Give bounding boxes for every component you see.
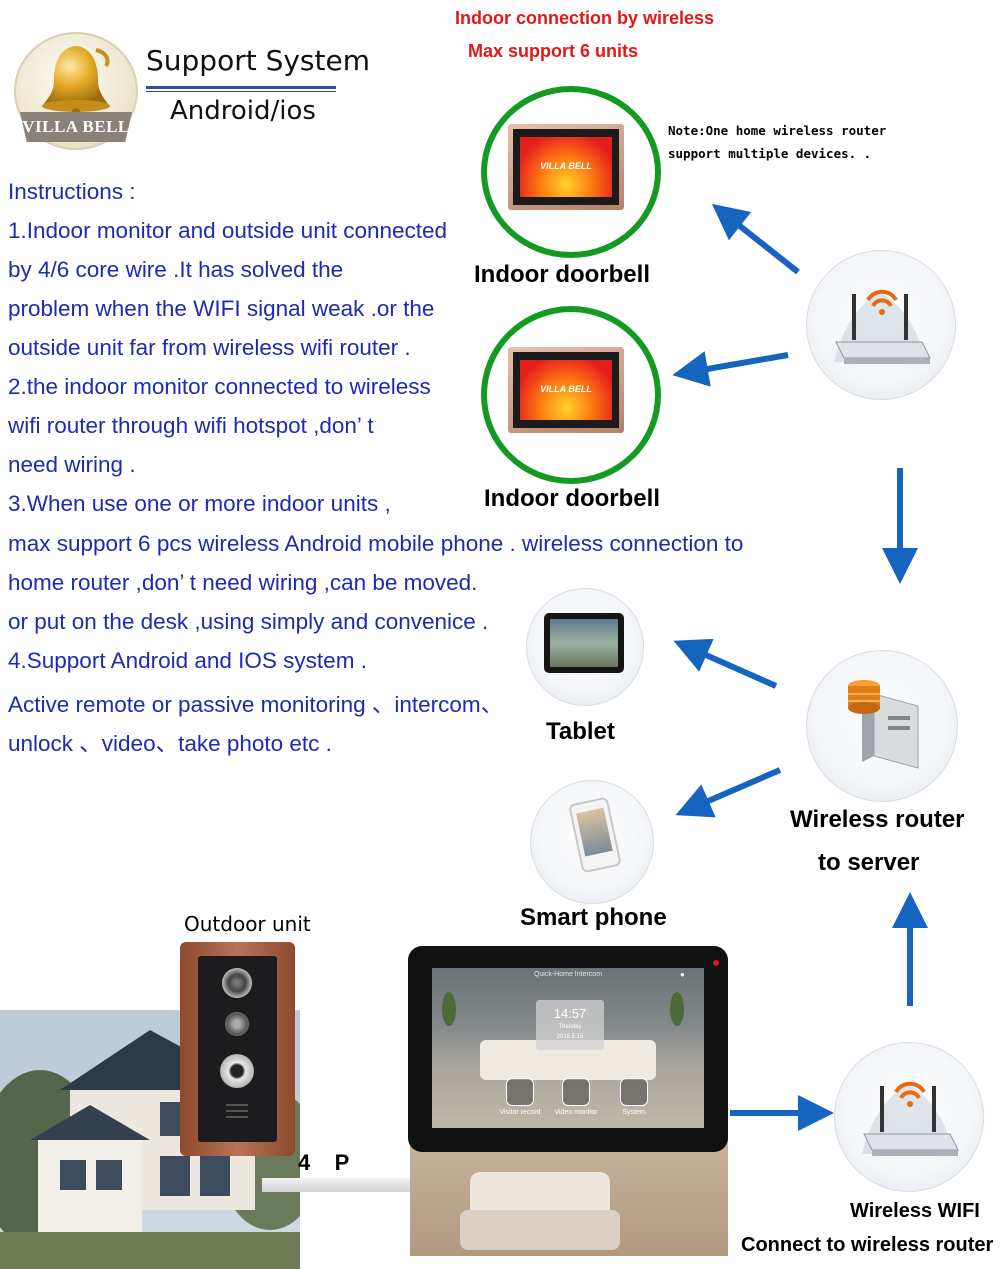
visitor-record-button[interactable] [506,1078,534,1106]
note-line-1: Note:One home wireless router [668,123,887,138]
support-title: Support System [146,44,370,77]
menu-label: Visitor record [499,1109,541,1116]
clock-day: Thesday [558,1024,582,1030]
wifi-label-1: Wireless WIFI [850,1200,980,1222]
instruction-line: home router ,don’ t need wiring ,can be … [8,570,478,595]
instruction-line: outside unit far from wireless wifi rout… [8,335,411,360]
camera-lens-icon [222,968,252,998]
call-button-icon [220,1054,254,1088]
monitor-brand: VILLA BELL [540,161,592,171]
instruction-line: max support 6 pcs wireless Android mobil… [8,531,744,556]
outdoor-unit-label: Outdoor unit [184,912,311,936]
arrow-server-to-tablet [673,638,778,689]
video-monitor-button[interactable] [562,1078,590,1106]
wifi-status-icon: ● [680,970,685,979]
sensor-icon [225,1012,249,1036]
tablet-label: Tablet [546,718,615,745]
clock-date: 2018.5.15 [556,1034,584,1040]
header-line-2: Max support 6 units [468,41,639,61]
tablet-image [544,613,624,673]
instruction-line: need wiring . [8,452,136,477]
instruction-line: 3.When use one or more indoor units , [8,491,391,516]
arrow-server-to-phone [675,767,782,818]
wifi-router-icon [862,1081,959,1156]
note-line-2: support multiple devices. . [668,146,872,161]
monitor-brand: VILLA BELL [540,384,592,394]
instruction-line: Instructions : [8,179,136,204]
system-button[interactable] [620,1078,648,1106]
header-line-1: Indoor connection by wireless [455,8,715,28]
support-subtitle: Android/ios [170,96,316,126]
instruction-line: Active remote or passive monitoring 、int… [8,692,504,717]
wire-label: 4 P [298,1150,350,1175]
server-label-2: to server [818,849,920,876]
monitor-screen: Quick-Home Intercom ● 14:57 Thesday 2018… [432,968,704,1128]
indoor-doorbell-label-1: Indoor doorbell [474,261,650,288]
instruction-line: by 4/6 core wire .It has solved the [8,257,344,282]
outdoor-unit-image [180,942,295,1156]
instruction-line: 1.Indoor monitor and outside unit connec… [8,218,448,243]
power-led-icon [713,960,719,966]
instruction-line: unlock 、video、take photo etc . [8,731,332,756]
instruction-line: 4.Support Android and IOS system . [8,648,367,673]
indoor-monitor-image: VILLA BELL [508,124,624,210]
menu-label: Video monitor [554,1109,598,1116]
wifi-router-icon [834,289,931,364]
server-icon [848,680,919,769]
arrow-router-to-indoor-2 [672,351,789,387]
server-label-1: Wireless router [790,806,965,833]
indoor-monitor-image: VILLA BELL [508,347,624,433]
wifi-label-2: Connect to wireless router [741,1234,994,1256]
instruction-line: problem when the WIFI signal weak .or th… [8,296,435,321]
arrow-router-to-indoor-1 [711,203,800,275]
instruction-line: 2.the indoor monitor connected to wirele… [8,374,431,399]
divider [146,86,336,89]
logo-brand-text: VILLA BELL [20,112,132,142]
connection-wire [262,1178,412,1192]
plant-right [670,992,684,1026]
clock-widget: 14:57 Thesday 2018.5.15 [536,1000,604,1050]
indoor-doorbell-label-2: Indoor doorbell [484,485,660,512]
screen-status-text: Quick-Home Intercom [533,971,603,978]
smartphone-label: Smart phone [520,904,667,931]
instruction-line: wifi router through wifi hotspot ,don’ t [8,413,374,438]
divider [146,91,336,92]
bell-icon [42,46,110,116]
menu-label: System [622,1109,646,1116]
big-indoor-monitor: Quick-Home Intercom ● 14:57 Thesday 2018… [408,946,728,1152]
plant-left [442,992,456,1026]
clock-time: 14:57 [553,1006,587,1021]
instruction-line: or put on the desk ,using simply and con… [8,609,489,634]
